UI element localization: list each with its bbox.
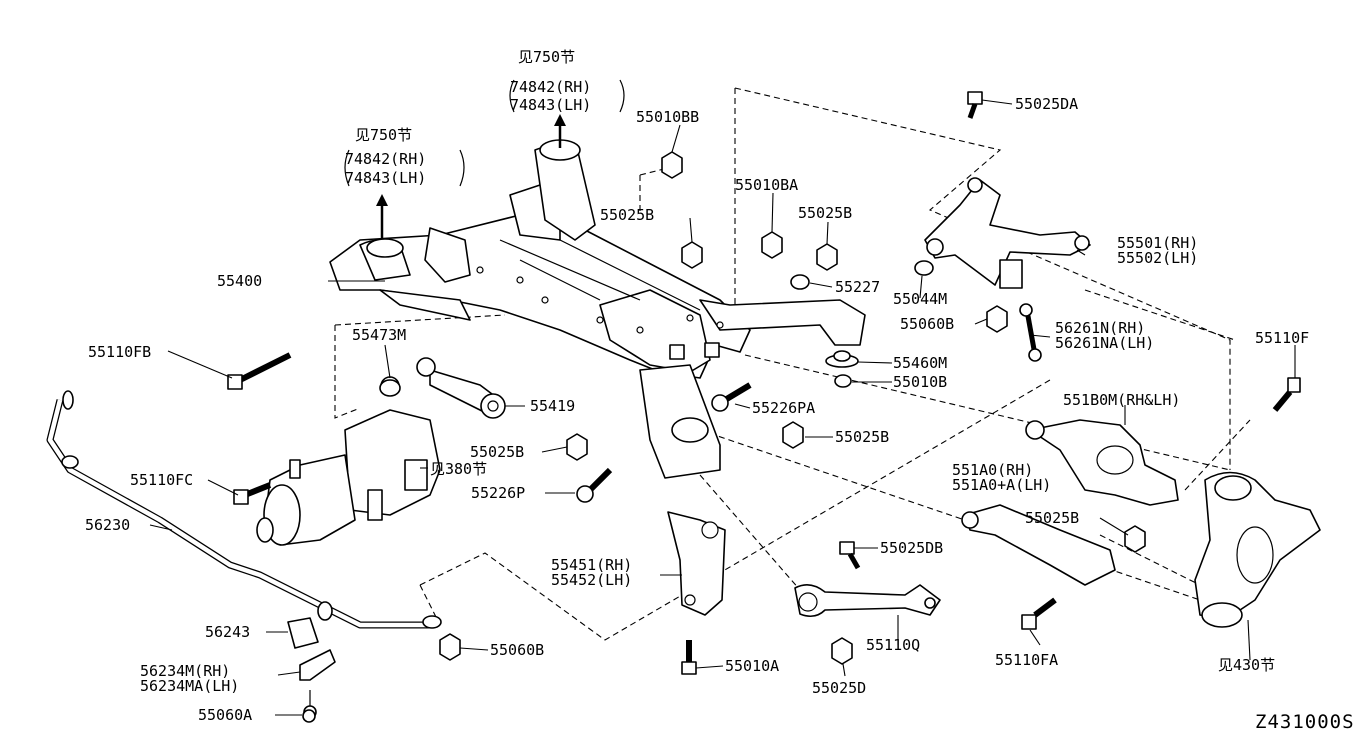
part-label-56261NA-lh: 56261NA(LH) [1055,334,1154,352]
ref-lh-label: 74843(LH) [345,169,426,187]
part-label-551A0A-lh: 551A0+A(LH) [952,476,1051,494]
leader-lines [149,99,1296,716]
part-label-55025B-mid: 55025B [835,428,889,446]
part-label-55025B-left: 55025B [470,443,524,461]
part-label-55044M: 55044M [893,290,947,308]
part-label-55010A: 55010A [725,657,779,675]
rear-drive-unit [256,357,506,546]
link-56261N [1019,303,1042,362]
part-label-55226PA: 55226PA [752,399,815,417]
part-label-55010B: 55010B [893,373,947,391]
part-label-55451-rh: 55451(RH) [551,556,632,574]
rear-subframe-55400 [329,139,866,479]
part-label-56230: 56230 [85,516,130,534]
part-label-55452-lh: 55452(LH) [551,571,632,589]
part-label-55501-rh: 55501(RH) [1117,234,1198,252]
part-label-55226P: 55226P [471,484,525,502]
part-label-56234MA-lh: 56234MA(LH) [140,677,239,695]
dashed-group-lines [334,87,1251,641]
part-label-55060B-low: 55060B [490,641,544,659]
part-label-55110Q: 55110Q [866,636,920,654]
part-label-551B0M: 551B0M(RH&LH) [1063,391,1180,409]
mount-55460M [825,350,859,388]
ref-see-label: 见750节 [518,48,575,66]
part-label-55460M: 55460M [893,354,947,372]
part-label-55227: 55227 [835,278,880,296]
part-label-55110F: 55110F [1255,329,1309,347]
part-label-551A0-rh: 551A0(RH) [952,461,1033,479]
stabilizer-bar-56230 [46,390,442,629]
diagram-code: Z431000S [1255,711,1355,733]
part-label-55110FA: 55110FA [995,651,1058,669]
part-label-55419: 55419 [530,397,575,415]
part-label-55025B-a: 55025B [600,206,654,224]
part-label-55025DB: 55025DB [880,539,943,557]
upper-arm-55501 [924,177,1091,289]
reference-block-top-center: 见750节 74842(RH) 74843(LH) [509,48,625,114]
lower-arm-551A0 [961,504,1116,586]
fasteners [227,91,1301,723]
toe-link-55110Q [794,584,941,618]
callout-see-380: 见380节 [430,460,487,478]
callout-see-430: 见430节 [1218,656,1275,674]
part-label-56243: 56243 [205,623,250,641]
stabilizer-bushing [287,617,336,719]
part-label-55025B-top: 55025B [798,204,852,222]
reference-block-top-left: 见750节 74842(RH) 74843(LH) [344,126,465,187]
part-label-55025DA: 55025DA [1015,95,1078,113]
part-label-55400: 55400 [217,272,262,290]
part-label-55110FB: 55110FB [88,343,151,361]
part-label-56234M-rh: 56234M(RH) [140,662,230,680]
part-label-55025B-right: 55025B [1025,509,1079,527]
bracket-55451 [667,511,726,616]
part-label-56261N-rh: 56261N(RH) [1055,319,1145,337]
lower-arm-551B0M [1025,419,1179,506]
ref-rh-label: 74842(RH) [510,78,591,96]
part-label-55502-lh: 55502(LH) [1117,249,1198,267]
rear-knuckle [1194,471,1321,628]
part-label-55010BB: 55010BB [636,108,699,126]
part-label-55010BA: 55010BA [735,176,798,194]
ref-lh-label: 74843(LH) [510,96,591,114]
part-label-55060B-up: 55060B [900,315,954,333]
ref-see-label: 见750节 [355,126,412,144]
ref-rh-label: 74842(RH) [345,150,426,168]
part-label-55473M: 55473M [352,326,406,344]
part-labels: 55010BB 55010BA 55025B 55025B 55227 5540… [85,95,1309,724]
part-label-55110FC: 55110FC [130,471,193,489]
part-label-55060A: 55060A [198,706,252,724]
part-label-55025D: 55025D [812,679,866,697]
